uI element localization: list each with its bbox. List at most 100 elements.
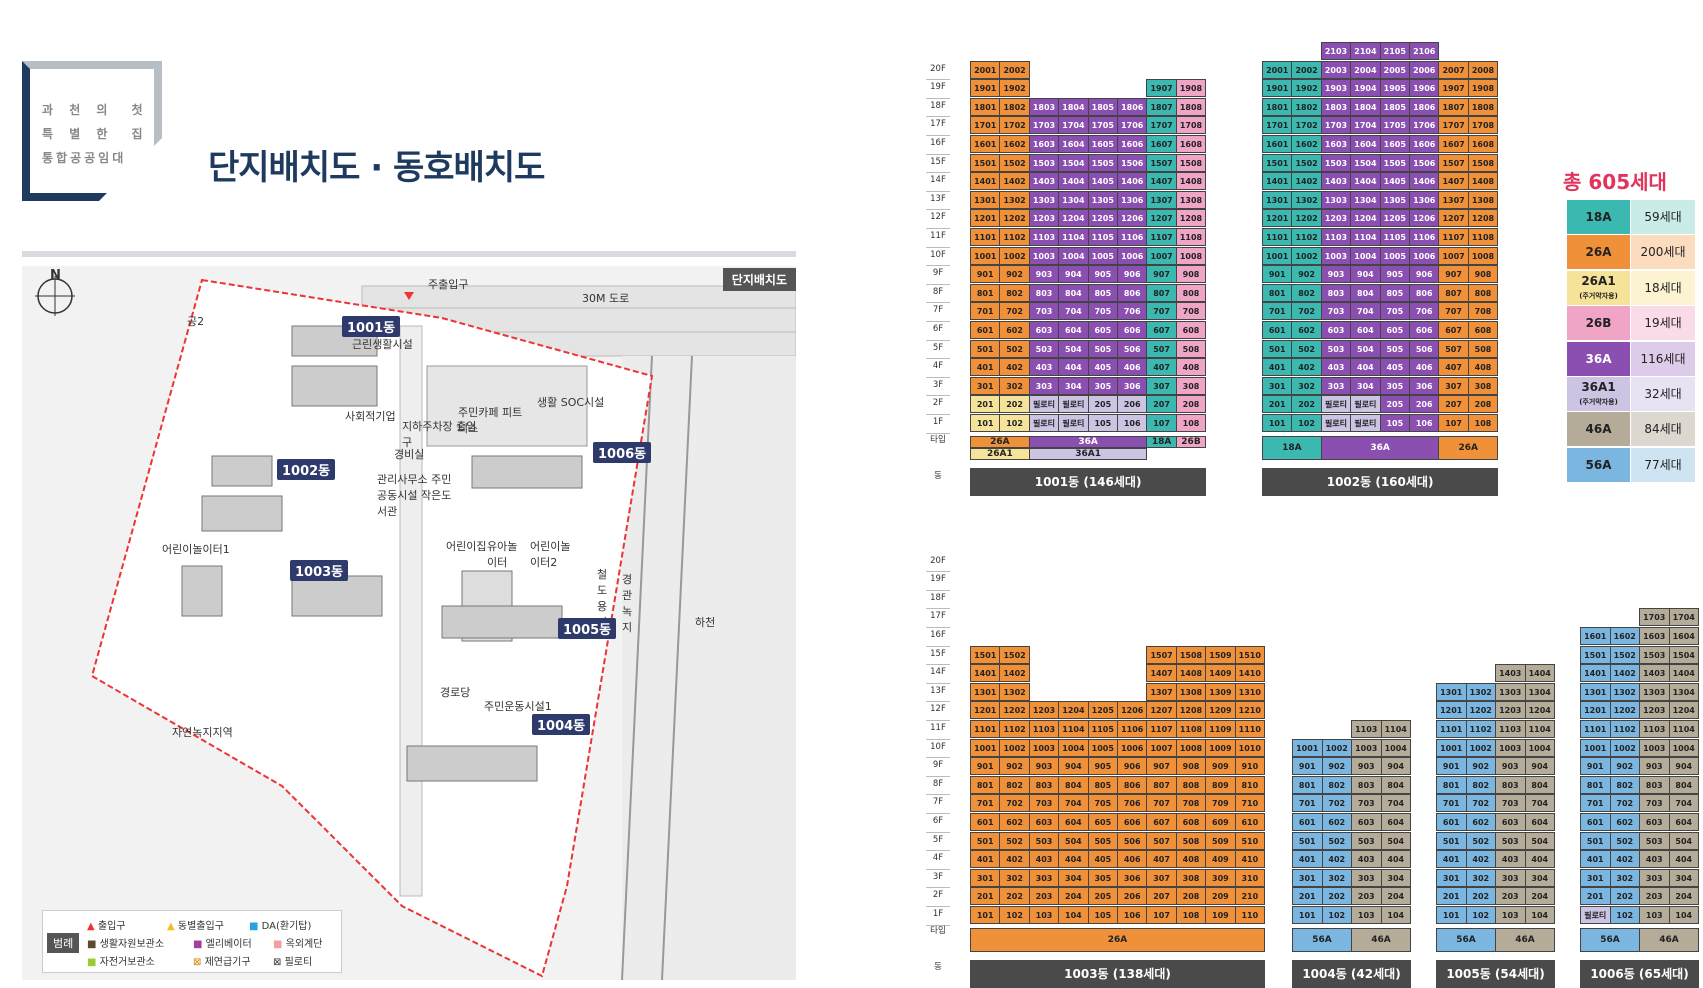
unit-cell: 308: [1175, 376, 1207, 395]
unit-cell: 1005: [1087, 738, 1118, 757]
floor-rule: [926, 376, 950, 378]
floor-label: 16F: [930, 630, 946, 640]
unit-cell: 필로티: [1058, 395, 1089, 414]
unit-cell: 506: [1117, 339, 1148, 358]
summary-type: 18A: [1567, 200, 1630, 234]
unit-cell: 1303: [1028, 190, 1060, 209]
unit-cell: 1106: [1409, 228, 1440, 246]
unit-cell: 406: [1117, 358, 1148, 377]
unit-cell: 406: [1409, 358, 1440, 377]
unit-cell: 802: [999, 283, 1030, 302]
dong-badge-1006[interactable]: 1006동: [593, 442, 652, 463]
unit-cell: 1103: [1639, 720, 1670, 738]
unit-cell: 103: [1495, 906, 1526, 924]
unit-cell: 906: [1117, 265, 1148, 284]
unit-cell: 1301: [970, 682, 1001, 701]
unit-cell: 1406: [1409, 172, 1440, 191]
unit-cell: 1110: [1234, 720, 1265, 738]
unit-cell: 1602: [1291, 135, 1322, 153]
unit-cell: 901: [1262, 265, 1293, 284]
dong-badge-1005[interactable]: 1005동: [558, 618, 617, 639]
unit-cell: 602: [1609, 813, 1640, 831]
unit-cell: 1501: [970, 153, 1001, 172]
unit-cell: 2105: [1379, 42, 1410, 60]
unit-cell: 1006: [1117, 738, 1148, 757]
unit-cell: 1702: [1291, 116, 1322, 135]
unit-cell: 1302: [1465, 682, 1496, 701]
unit-cell: 1101: [1262, 228, 1293, 246]
unit-cell: 1608: [1175, 135, 1207, 153]
unit-cell: 304: [1668, 868, 1699, 887]
unit-cell: 405: [1379, 358, 1410, 377]
floor-rule: [926, 135, 950, 136]
unit-cell: 810: [1234, 775, 1265, 794]
unit-cell: 805: [1087, 775, 1118, 794]
floor-rule: [926, 720, 950, 721]
unit-cell: 501: [970, 339, 1001, 358]
type-bar: 26A: [970, 436, 1030, 448]
map-label: 관리사무소 주민공동시설 작은도서관: [377, 473, 452, 518]
unit-cell: 1108: [1467, 228, 1499, 246]
unit-cell: 1307: [1146, 190, 1177, 209]
unit-cell: 701: [970, 302, 1001, 321]
unit-cell: 1008: [1175, 738, 1207, 757]
dong-badge-1004[interactable]: 1004동: [532, 714, 591, 735]
unit-cell: 404: [1668, 850, 1699, 869]
unit-cell: 803: [1639, 775, 1670, 794]
unit-cell: 103: [1028, 906, 1060, 924]
building-label: 1006동 (65세대): [1580, 960, 1699, 988]
unit-cell: 601: [1292, 813, 1323, 831]
unit-cell: 401: [970, 850, 1001, 869]
unit-cell: 704: [1668, 794, 1699, 813]
unit-cell: 1203: [1495, 701, 1526, 720]
unit-cell: 2002: [999, 60, 1030, 79]
unit-cell: 604: [1350, 321, 1381, 339]
unit-cell: 901: [1292, 757, 1323, 776]
type-bar: 26A: [970, 928, 1265, 952]
unit-cell: 1301: [1580, 682, 1611, 701]
floor-rule: [926, 682, 950, 684]
unit-cell: 1501: [970, 645, 1001, 664]
unit-cell: 1304: [1668, 682, 1699, 701]
unit-cell: 805: [1379, 283, 1410, 302]
dong-badge-1003[interactable]: 1003동: [290, 560, 349, 581]
unit-cell: 608: [1467, 321, 1499, 339]
dong-badge-1001[interactable]: 1001동: [342, 316, 401, 337]
unit-cell: 1009: [1205, 738, 1236, 757]
unit-cell: 404: [1350, 358, 1381, 377]
unit-cell: 206: [1117, 395, 1148, 414]
unit-cell: 1204: [1668, 701, 1699, 720]
unit-cell: 1002: [999, 246, 1030, 265]
unit-cell: 105: [1087, 906, 1118, 924]
unit-cell: 708: [1175, 794, 1207, 813]
unit-cell: 1703: [1320, 116, 1352, 135]
unit-cell: 702: [999, 794, 1030, 813]
unit-cell: 1507: [1438, 153, 1469, 172]
unit-cell: 307: [1146, 376, 1177, 395]
recycle-storage-icon: ■: [87, 939, 97, 950]
unit-cell: 504: [1380, 831, 1411, 850]
unit-cell: 307: [1438, 376, 1469, 395]
floor-rule: [926, 850, 950, 852]
unit-cell: 1907: [1146, 79, 1177, 98]
unit-cell: 101: [1292, 906, 1323, 924]
map-label: 자연녹지지역: [172, 726, 233, 739]
unit-cell: 907: [1146, 757, 1177, 776]
unit-cell: 704: [1058, 794, 1089, 813]
unit-cell: 905: [1087, 265, 1118, 284]
unit-cell: 307: [1146, 868, 1177, 887]
total-units: 총 605세대: [1563, 170, 1667, 194]
unit-cell: 1108: [1175, 228, 1207, 246]
unit-cell: 1302: [999, 190, 1030, 209]
legend-item: ■ 옥외계단: [273, 939, 323, 950]
unit-cell: 703: [1351, 794, 1382, 813]
unit-cell: 1405: [1379, 172, 1410, 191]
floor-label: 19F: [930, 574, 946, 585]
unit-cell: 1708: [1175, 116, 1207, 135]
unit-cell: 208: [1175, 395, 1207, 414]
unit-cell: 1004: [1668, 738, 1699, 757]
unit-cell: 1601: [1262, 135, 1293, 153]
unit-cell: 310: [1234, 868, 1265, 887]
unit-cell: 806: [1409, 283, 1440, 302]
dong-badge-1002[interactable]: 1002동: [277, 459, 336, 480]
